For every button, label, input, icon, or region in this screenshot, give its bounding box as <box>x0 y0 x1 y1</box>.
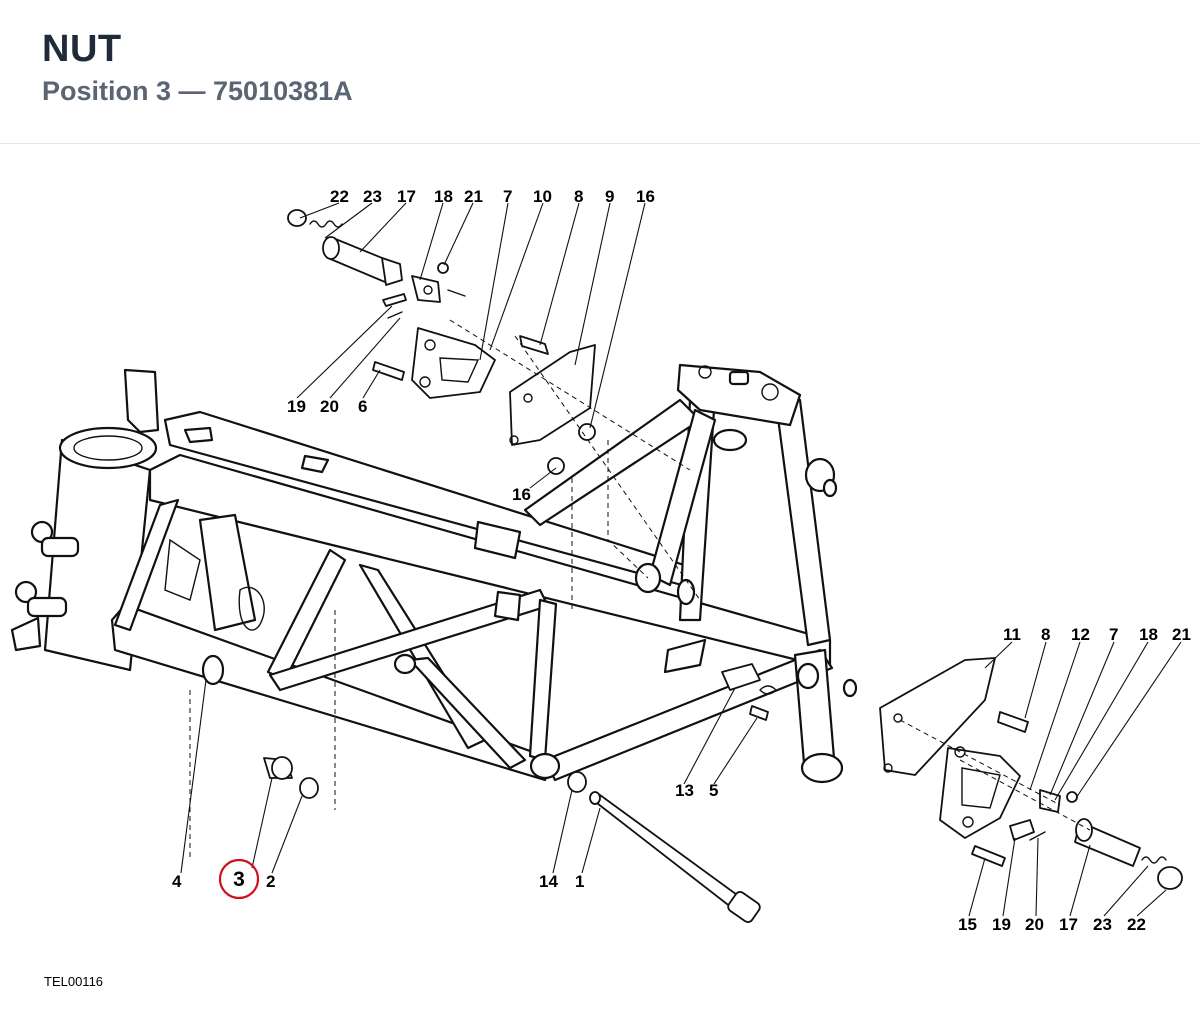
callout-13: 13 <box>675 781 694 800</box>
callout-9: 9 <box>605 187 614 206</box>
callout-3-selected: 3 <box>233 868 245 891</box>
drawing-reference-code: TEL00116 <box>44 974 103 989</box>
callout-20: 20 <box>320 397 339 416</box>
exploded-parts-diagram: 22 23 17 18 21 7 10 8 9 16 19 20 6 16 11… <box>0 144 1200 1014</box>
callout-6: 6 <box>358 397 367 416</box>
callout-5: 5 <box>709 781 718 800</box>
callout-18: 18 <box>434 187 453 206</box>
callout-19-right: 19 <box>992 915 1011 934</box>
lower-parts <box>263 663 777 923</box>
callout-18-right: 18 <box>1139 625 1158 644</box>
callout-7: 7 <box>503 187 512 206</box>
left-footpeg-assembly <box>287 209 596 475</box>
lower-tube <box>110 603 557 782</box>
callout-20-right: 20 <box>1025 915 1044 934</box>
callout-11: 11 <box>1003 625 1021 644</box>
selected-position-ring <box>218 858 260 900</box>
callout-14: 14 <box>539 872 558 891</box>
callout-7-right: 7 <box>1109 625 1118 644</box>
upper-tube <box>148 453 832 670</box>
callout-21-right: 21 <box>1172 625 1191 644</box>
callout-1: 1 <box>575 872 584 891</box>
callout-22: 22 <box>330 187 349 206</box>
callout-21: 21 <box>464 187 483 206</box>
callout-15: 15 <box>958 915 977 934</box>
callout-17: 17 <box>397 187 416 206</box>
right-footpeg-assembly <box>879 657 1183 890</box>
callout-19: 19 <box>287 397 306 416</box>
frame-drawing <box>10 363 858 784</box>
part-subtitle: Position 3 — 75010381A <box>42 76 353 106</box>
callout-22-right: 22 <box>1127 915 1146 934</box>
page-header: NUT Position 3 — 75010381A <box>0 0 1200 144</box>
part-title: NUT <box>42 28 122 70</box>
callout-4: 4 <box>172 872 182 891</box>
callout-8-right: 8 <box>1041 625 1050 644</box>
callout-labels: 22 23 17 18 21 7 10 8 9 16 19 20 6 16 11… <box>44 187 1191 989</box>
callout-16-mid: 16 <box>512 485 531 504</box>
callout-17-right: 17 <box>1059 915 1078 934</box>
callout-2: 2 <box>266 872 275 891</box>
callout-23-right: 23 <box>1093 915 1112 934</box>
leader-lines <box>180 202 1182 917</box>
callout-10: 10 <box>533 187 552 206</box>
callout-23: 23 <box>363 187 382 206</box>
callout-8: 8 <box>574 187 583 206</box>
callout-12: 12 <box>1071 625 1090 644</box>
callout-16: 16 <box>636 187 655 206</box>
